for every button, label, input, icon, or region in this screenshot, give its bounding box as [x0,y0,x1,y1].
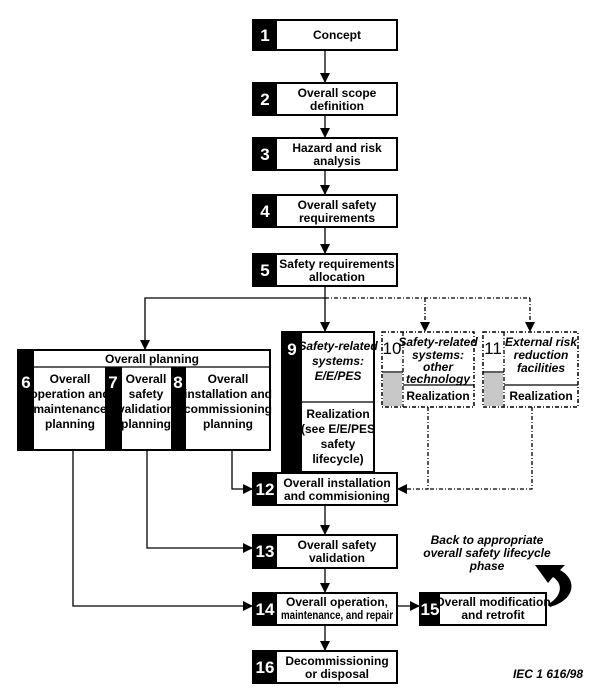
step-7-safety-validation-planning: Overall safety validation planning [118,372,174,431]
step-label: planning [121,417,171,431]
step-label: Overall installation [283,476,390,490]
step-label: reduction [514,348,569,362]
step-label: Safety-related [298,339,378,353]
step-number: 5 [260,261,269,280]
step-label: planning [45,417,95,431]
realization-label: lifecycle) [312,452,363,466]
step-number: 3 [260,145,269,164]
step-label: systems: [412,348,464,362]
step-number: 9 [287,340,296,359]
step-label: technology [406,372,471,386]
step-number: 13 [256,542,275,561]
realization-label: (see E/E/PES [301,422,375,436]
step-label: Concept [313,28,361,42]
note-line: phase [469,559,505,573]
step-label: planning [203,417,253,431]
back-to-phase-note: Back to appropriate overall safety lifec… [423,533,551,573]
step-label: systems: [312,354,364,368]
step-label: and commisioning [284,489,390,503]
step-number: 6 [21,373,30,392]
step-label: commissioning [184,402,272,416]
step-label: safety [129,387,164,401]
step-label: validation [118,402,174,416]
step-number: 4 [260,202,270,221]
step-label: analysis [313,154,361,168]
step-label: allocation [309,270,365,284]
step-label: Overall operation, [286,595,388,609]
realization-label: safety [321,437,356,451]
step-label: or disposal [305,667,369,681]
step-4-overall-safety-requirements: 4 Overall safety requirements [252,194,398,228]
step-label: operation and [30,387,109,401]
step-label: Hazard and risk [292,141,382,155]
step-10-other-technology: 10 Safety-related systems: other technol… [381,331,478,408]
planning-title: Overall planning [105,352,199,366]
step-14-operation-maintenance-repair: 14 Overall operation, maintenance, and r… [252,592,398,626]
note-line: Back to appropriate [431,533,544,547]
step-1-concept: 1 Concept [252,19,398,51]
step-3-hazard-risk-analysis: 3 Hazard and risk analysis [252,137,398,171]
step-8-installation-commissioning-planning: Overall installation and commissioning p… [184,372,272,431]
step-number: 8 [173,373,182,392]
step-label: Overall modification [435,595,550,609]
realization-label: Realization [509,389,572,403]
step-label: validation [309,551,365,565]
step-label: Safety-related [398,335,478,349]
step-number: 14 [256,600,275,619]
step-15-modification-retrofit: 15 Overall modification and retrofit [419,592,551,626]
step-label: E/E/PES [315,369,362,383]
step-number: 10 [383,339,402,358]
step-label: installation and [184,387,272,401]
step-13-safety-validation: 13 Overall safety validation [252,534,398,569]
overall-planning-group: Overall planning 6 7 8 Overall operation… [17,349,272,451]
step-5-safety-requirements-allocation: 5 Safety requirements allocation [252,253,398,287]
step-label: Overall safety [298,538,377,552]
step-number: 11 [484,339,502,358]
step-6-operation-maintenance-planning: Overall operation and maintenance planni… [30,372,109,431]
step-12-installation-commissioning: 12 Overall installation and commisioning [252,472,398,506]
step-number: 1 [260,26,269,45]
step-2-overall-scope-definition: 2 Overall scope definition [252,82,398,116]
step-label: definition [310,99,364,113]
step-label: Safety requirements [279,257,395,271]
step-number: 2 [260,90,269,109]
connectors [72,50,535,651]
step-label: Overall [50,372,91,386]
step-9-ee-pes-systems: 9 Safety-related systems: E/E/PES Realiz… [281,331,378,473]
step-label: Overall scope [298,86,377,100]
step-label: External risk [505,335,578,349]
step-label: maintenance [33,402,107,416]
step-number: 12 [256,480,275,499]
realization-label: Realization [306,407,369,421]
step-label: maintenance, and repair [281,608,393,622]
realization-label: Realization [406,389,469,403]
step-label: Overall [208,372,249,386]
step-label: other [423,360,454,374]
step-label: requirements [299,211,375,225]
step-number: 16 [256,658,275,677]
step-number: 15 [421,600,440,619]
note-line: overall safety lifecycle [423,546,551,560]
step-16-decommissioning-disposal: 16 Decommissioning or disposal [252,650,398,684]
step-label: and retrofit [461,608,524,622]
step-number: 7 [108,373,117,392]
step-label: facilities [517,361,565,375]
curved-return-arrow-icon [535,565,572,607]
step-label: Decommissioning [285,654,388,668]
step-11-external-risk-reduction: 11 External risk reduction facilities Re… [482,331,579,408]
step-label: Overall [126,372,167,386]
figure-id: IEC 1 616/98 [513,667,583,681]
step-label: Overall safety [298,198,377,212]
